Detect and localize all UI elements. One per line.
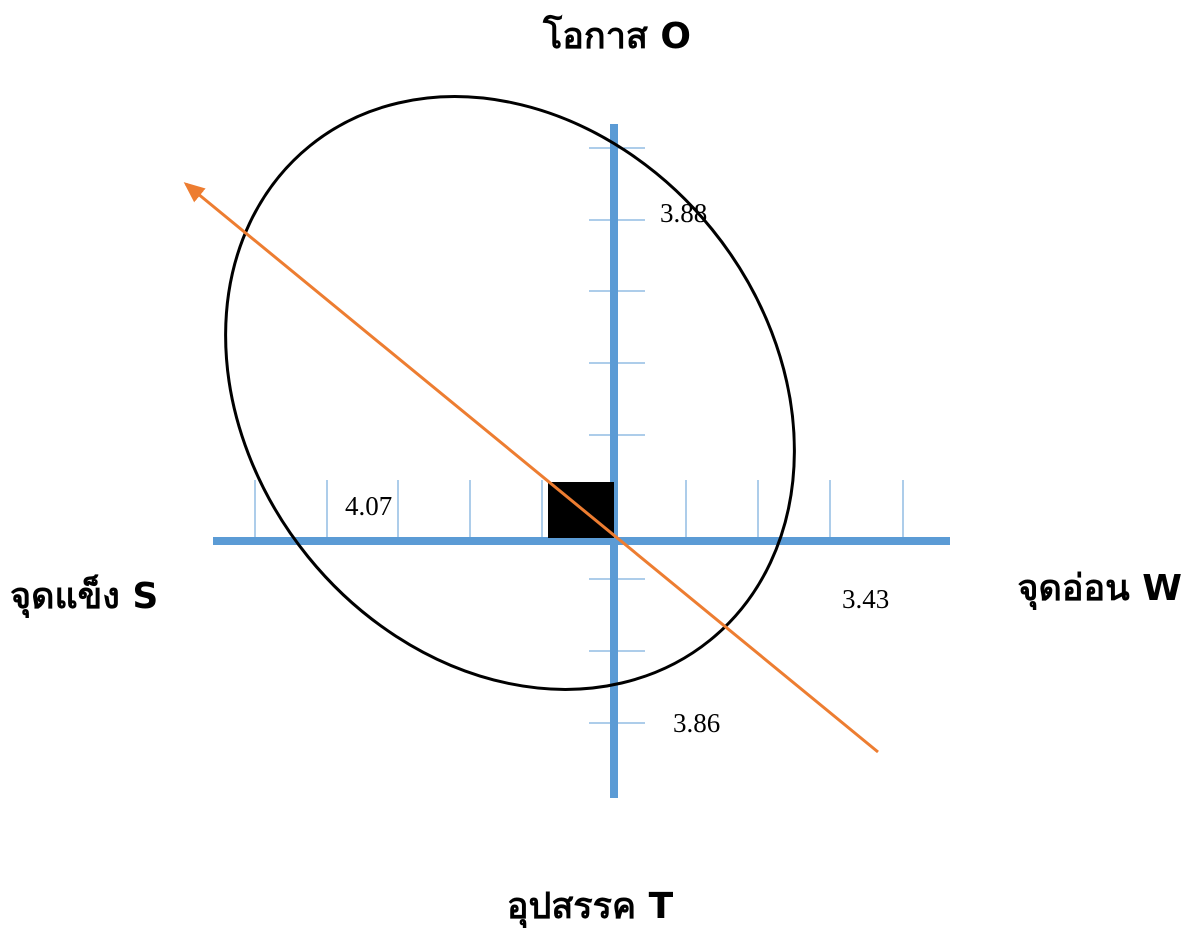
opportunity-value: 3.88 xyxy=(660,198,707,228)
strategy-ellipse xyxy=(224,95,796,691)
threat-label: อุปสรรค T xyxy=(507,886,674,929)
strength-label: จุดแข็ง S xyxy=(10,573,158,619)
threat-value: 3.86 xyxy=(673,708,720,738)
opportunity-label: โอกาส O xyxy=(542,14,691,57)
strength-value: 4.07 xyxy=(345,491,392,521)
strategy-arrow xyxy=(183,182,879,754)
x-axis-ticks xyxy=(254,480,904,541)
weakness-value: 3.43 xyxy=(842,584,889,614)
weakness-label: จุดอ่อน W xyxy=(1017,568,1182,611)
